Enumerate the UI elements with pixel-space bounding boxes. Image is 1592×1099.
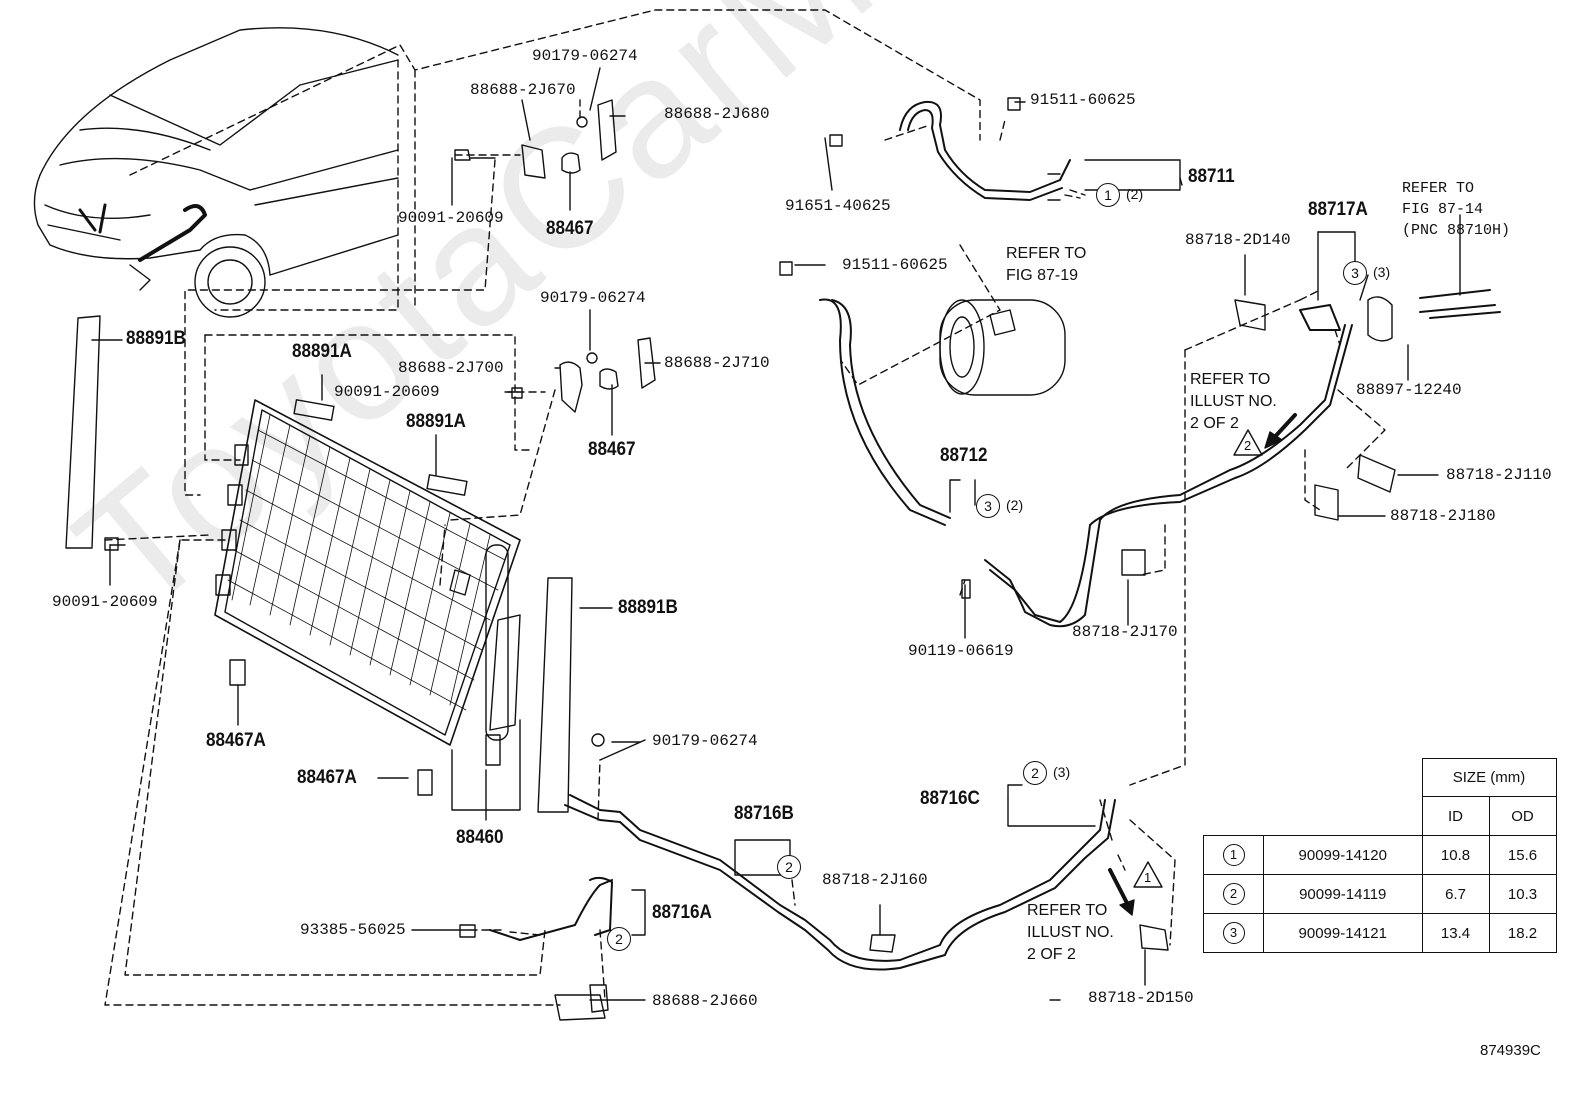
document-number: 874939C bbox=[1480, 1042, 1541, 1059]
reference-illust-upper: REFER TO ILLUST NO. 2 OF 2 bbox=[1190, 371, 1277, 432]
part-label: 88891B bbox=[126, 328, 186, 349]
part-label: 88891A bbox=[406, 411, 466, 432]
part-label: 88712 bbox=[940, 445, 988, 466]
hose-size-table: SIZE (mm) ID OD 1 90099-14120 10.8 15.6 … bbox=[1203, 758, 1557, 953]
part-label: 90091-20609 bbox=[334, 383, 440, 401]
part-label: 88718-2D150 bbox=[1088, 989, 1194, 1007]
part-label: 88467 bbox=[546, 218, 594, 239]
part-label: 88718-2J170 bbox=[1072, 623, 1178, 641]
table-header-od: OD bbox=[1488, 796, 1557, 836]
part-label: 88688-2J700 bbox=[398, 359, 504, 377]
callout-circle: 3 bbox=[976, 494, 1000, 518]
part-label: 88718-2J160 bbox=[822, 871, 928, 889]
table-id: 6.7 bbox=[1421, 874, 1490, 914]
table-header-size: SIZE (mm) bbox=[1421, 758, 1557, 797]
part-label: 90119-06619 bbox=[908, 642, 1014, 660]
table-ref-circle: 1 bbox=[1222, 844, 1245, 866]
table-header-id: ID bbox=[1421, 796, 1490, 836]
table-row: 2 90099-14119 6.7 10.3 bbox=[1203, 874, 1557, 914]
part-label: 93385-56025 bbox=[300, 921, 406, 939]
table-od: 10.3 bbox=[1488, 874, 1557, 914]
reference-fig-87-19: REFER TO FIG 87-19 bbox=[1006, 245, 1087, 284]
table-od: 15.6 bbox=[1488, 835, 1557, 875]
dashed-frames bbox=[104, 9, 1386, 1006]
table-ref-circle: 3 bbox=[1222, 922, 1245, 944]
part-label: 88716B bbox=[734, 803, 794, 824]
callout-circle: 2 bbox=[607, 927, 631, 951]
callout-circle: 3 bbox=[1343, 261, 1367, 285]
part-label: 88897-12240 bbox=[1356, 381, 1462, 399]
table-part-number: 90099-14119 bbox=[1263, 874, 1423, 914]
seal-strips bbox=[65, 315, 573, 813]
table-part-number: 90099-14120 bbox=[1263, 835, 1423, 875]
table-part-number: 90099-14121 bbox=[1263, 913, 1423, 953]
table-od: 18.2 bbox=[1488, 913, 1557, 953]
callout-circle: 2 bbox=[777, 855, 801, 879]
part-label: 91651-40625 bbox=[785, 197, 891, 215]
part-label: 88467A bbox=[297, 767, 357, 788]
part-label: 88716A bbox=[652, 902, 712, 923]
part-label: 88688-2J660 bbox=[652, 992, 758, 1010]
reference-triangles bbox=[1133, 429, 1263, 888]
hardware bbox=[104, 97, 1396, 1021]
callout-quantity: (3) bbox=[1373, 264, 1391, 280]
condenser bbox=[214, 399, 521, 746]
part-label: 88467A bbox=[206, 730, 266, 751]
callout-circle: 1 bbox=[1096, 183, 1120, 207]
part-label: 88711 bbox=[1188, 166, 1235, 187]
part-label: 88717A bbox=[1308, 199, 1368, 220]
callout-quantity: (3) bbox=[1053, 764, 1071, 780]
table-row: 3 90099-14121 13.4 18.2 bbox=[1203, 913, 1557, 953]
table-ref-circle: 2 bbox=[1222, 883, 1245, 905]
part-label: 90091-20609 bbox=[52, 593, 158, 611]
part-label: 88467 bbox=[588, 439, 636, 460]
callout-quantity: (2) bbox=[1126, 186, 1144, 202]
part-label: 91511-60625 bbox=[842, 256, 948, 274]
part-label: 90179-06274 bbox=[652, 732, 758, 750]
arrows bbox=[1108, 413, 1297, 916]
leader-lines bbox=[91, 67, 1461, 1001]
reference-fig-87-14: REFER TO FIG 87-14 (PNC 88710H) bbox=[1402, 180, 1511, 239]
callout-circle: 2 bbox=[1023, 761, 1047, 785]
table-row: 1 90099-14120 10.8 15.6 bbox=[1203, 835, 1557, 875]
part-label: 88688-2J680 bbox=[664, 105, 770, 123]
part-label: 88718-2D140 bbox=[1185, 231, 1291, 249]
part-label: 88460 bbox=[456, 827, 504, 848]
part-label: 88891B bbox=[618, 597, 678, 618]
table-id: 13.4 bbox=[1421, 913, 1490, 953]
part-label: 88688-2J670 bbox=[470, 81, 576, 99]
triangle-number: 1 bbox=[1144, 870, 1152, 885]
part-label: 88718-2J110 bbox=[1446, 466, 1552, 484]
part-label: 90091-20609 bbox=[398, 209, 504, 227]
compressor bbox=[939, 299, 1066, 396]
part-label: 90179-06274 bbox=[540, 289, 646, 307]
part-label: 88891A bbox=[292, 341, 352, 362]
vehicle-illustration bbox=[33, 27, 399, 318]
reference-illust-lower: REFER TO ILLUST NO. 2 OF 2 bbox=[1027, 902, 1114, 963]
part-label: 88718-2J180 bbox=[1390, 507, 1496, 525]
part-label: 88716C bbox=[920, 788, 980, 809]
triangle-number: 2 bbox=[1244, 438, 1252, 453]
part-label: 90179-06274 bbox=[532, 47, 638, 65]
table-id: 10.8 bbox=[1421, 835, 1490, 875]
part-label: 91511-60625 bbox=[1030, 91, 1136, 109]
callout-quantity: (2) bbox=[1006, 497, 1024, 513]
part-label: 88688-2J710 bbox=[664, 354, 770, 372]
